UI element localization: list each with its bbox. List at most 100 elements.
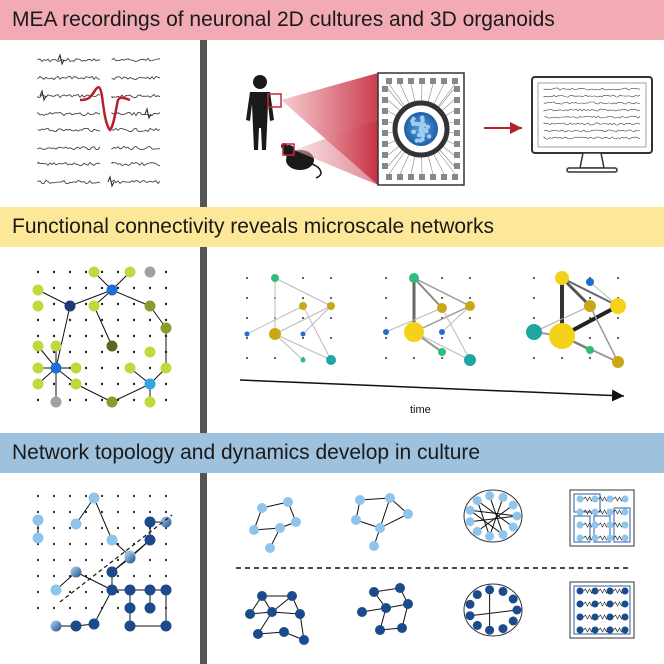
network-node (265, 543, 275, 553)
network-node (404, 322, 424, 342)
electrode-pad (419, 78, 425, 84)
grid-dot (100, 270, 104, 274)
network-edge (359, 497, 391, 501)
grid-dot (116, 382, 120, 386)
network-node (403, 509, 413, 519)
network-node (606, 521, 614, 529)
network-node (351, 515, 361, 525)
network-snapshot-early (244, 274, 336, 365)
network-node (249, 525, 259, 535)
network-edge (75, 571, 113, 591)
grid-dot (52, 334, 56, 338)
network-node (299, 635, 309, 645)
electrode-pad (454, 97, 460, 103)
grid-dot (132, 574, 136, 578)
network-node (50, 396, 62, 408)
network-node (591, 600, 599, 608)
grid-dot (274, 357, 276, 359)
network-node (50, 620, 62, 632)
grid-dot (52, 318, 56, 322)
network-edge (533, 305, 591, 333)
grid-dot (469, 297, 471, 299)
grid-dot (148, 366, 152, 370)
grid-dot (68, 350, 72, 354)
projection-cone-mouse (294, 120, 378, 185)
network-node (464, 354, 476, 366)
grid-dot (100, 302, 104, 306)
electrode-pad (441, 174, 447, 180)
grid-dot (100, 382, 104, 386)
grid-dot (116, 350, 120, 354)
network-node (465, 611, 475, 621)
network-node (253, 629, 263, 639)
network-node (606, 508, 614, 516)
noise-trace (37, 179, 101, 185)
network-edge (477, 504, 514, 532)
network-node (576, 495, 584, 503)
spring-link (598, 588, 609, 594)
network-edge (469, 509, 504, 536)
network-edge (413, 305, 471, 333)
grid-dot (68, 318, 72, 322)
grid-dot (533, 317, 535, 319)
network-edge (379, 497, 391, 529)
grid-dot (561, 357, 563, 359)
network-node (124, 620, 136, 632)
module-box (593, 515, 611, 543)
network-node (64, 300, 76, 312)
grid-dot (100, 398, 104, 402)
grid-dot (68, 334, 72, 338)
monitor-trace (543, 115, 641, 119)
grid-dot (164, 382, 168, 386)
grid-dot (469, 317, 471, 319)
network-node (576, 521, 584, 529)
network-node (106, 340, 118, 352)
network-node (144, 300, 156, 312)
module-frame (569, 581, 635, 639)
grid-dot (246, 297, 248, 299)
grid-dot (52, 302, 56, 306)
grid-dot (36, 606, 40, 610)
grid-dot (148, 510, 152, 514)
grid-dot (100, 526, 104, 530)
network-node (50, 340, 62, 352)
grid-dot (84, 270, 88, 274)
network-node (267, 607, 277, 617)
network-node (124, 552, 136, 564)
network-node (465, 505, 475, 515)
grid-dot (116, 334, 120, 338)
grid-dot (533, 357, 535, 359)
grid-dot (100, 318, 104, 322)
electrode-pad (382, 163, 388, 169)
network-node (621, 587, 629, 595)
grid-dot (385, 357, 387, 359)
grid-dot (148, 494, 152, 498)
grid-dot (330, 337, 332, 339)
spring-link (613, 535, 624, 541)
grid-dot (132, 350, 136, 354)
grid-dot (84, 334, 88, 338)
noise-trace (37, 93, 101, 99)
network-node (498, 586, 508, 596)
grid-dot (84, 510, 88, 514)
electrode-pad (454, 108, 460, 114)
noise-trace (111, 161, 161, 167)
network-node (106, 584, 118, 596)
network-node (591, 587, 599, 595)
network-node (621, 534, 629, 542)
grid-dot (132, 398, 136, 402)
network-node (508, 522, 518, 532)
grid-dot (164, 558, 168, 562)
electrode-pad (408, 174, 414, 180)
network-edge (302, 305, 332, 335)
grid-dot (52, 382, 56, 386)
grid-dot (116, 286, 120, 290)
network-edge (75, 383, 113, 403)
network-node (621, 613, 629, 621)
network-node (257, 591, 267, 601)
noise-trace (37, 161, 101, 167)
section-banner-connectivity: Functional connectivity reveals microsca… (0, 207, 664, 247)
grid-dot (52, 542, 56, 546)
network-node (437, 303, 447, 313)
network-edge (589, 305, 619, 363)
